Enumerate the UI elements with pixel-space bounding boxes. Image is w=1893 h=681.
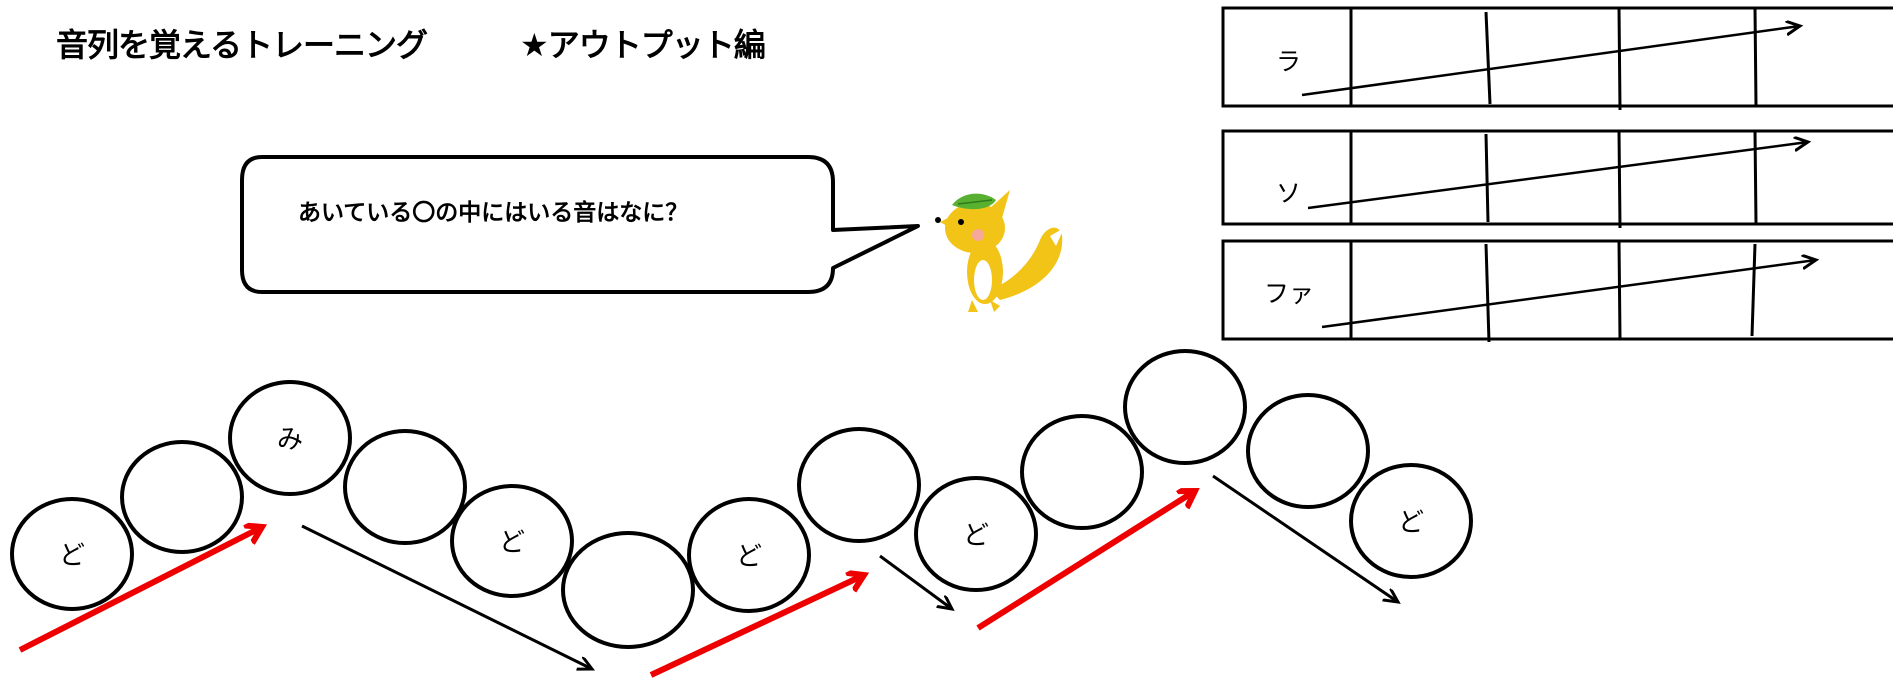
- note-circle[interactable]: [120, 440, 244, 554]
- note-circle-label: ど: [1398, 508, 1424, 538]
- speech-bubble-text: あいている〇の中にはいる音はなに？: [298, 200, 689, 226]
- fox-character-icon: [935, 190, 1064, 312]
- ascending-arrows: [18, 491, 1195, 678]
- note-circle[interactable]: [1349, 463, 1473, 579]
- note-circle[interactable]: [228, 380, 352, 496]
- note-circle[interactable]: [343, 429, 467, 545]
- note-row-label: ソ: [1276, 179, 1302, 208]
- up-arrow: [649, 575, 864, 678]
- up-arrow: [976, 491, 1195, 631]
- note-circle-label: ど: [59, 541, 85, 571]
- note-row-so: [1221, 129, 1893, 229]
- note-circle[interactable]: [450, 484, 574, 598]
- note-circle[interactable]: [1246, 393, 1370, 509]
- note-circle[interactable]: [10, 497, 134, 611]
- descending-arrows: [301, 474, 1398, 669]
- note-circle[interactable]: [1020, 414, 1144, 530]
- note-circle-labels: ど み ど ど ど ど: [59, 425, 1424, 572]
- down-arrow: [879, 554, 952, 609]
- page-title: 音列を覚えるトレーニング: [56, 26, 428, 64]
- up-arrow: [18, 527, 262, 653]
- note-circle[interactable]: [1123, 349, 1247, 465]
- speech-bubble: [240, 155, 920, 294]
- note-circle-label: み: [277, 425, 303, 455]
- page-subtitle: ★アウトプット編: [520, 26, 766, 64]
- note-circle[interactable]: [914, 476, 1038, 592]
- note-row-label: ラ: [1276, 47, 1302, 76]
- note-circle[interactable]: [561, 531, 695, 649]
- note-circle[interactable]: [687, 497, 811, 613]
- note-row-fa: [1221, 239, 1893, 343]
- down-arrow: [1212, 474, 1398, 602]
- note-circle-label: ど: [963, 521, 989, 551]
- down-arrow: [301, 524, 592, 669]
- note-circle-label: ど: [736, 542, 762, 572]
- note-circles: [10, 349, 1473, 649]
- note-row-la: [1221, 6, 1893, 111]
- note-circle-label: ど: [499, 528, 525, 558]
- note-circle[interactable]: [797, 427, 921, 543]
- note-row-label: ファ: [1264, 279, 1315, 308]
